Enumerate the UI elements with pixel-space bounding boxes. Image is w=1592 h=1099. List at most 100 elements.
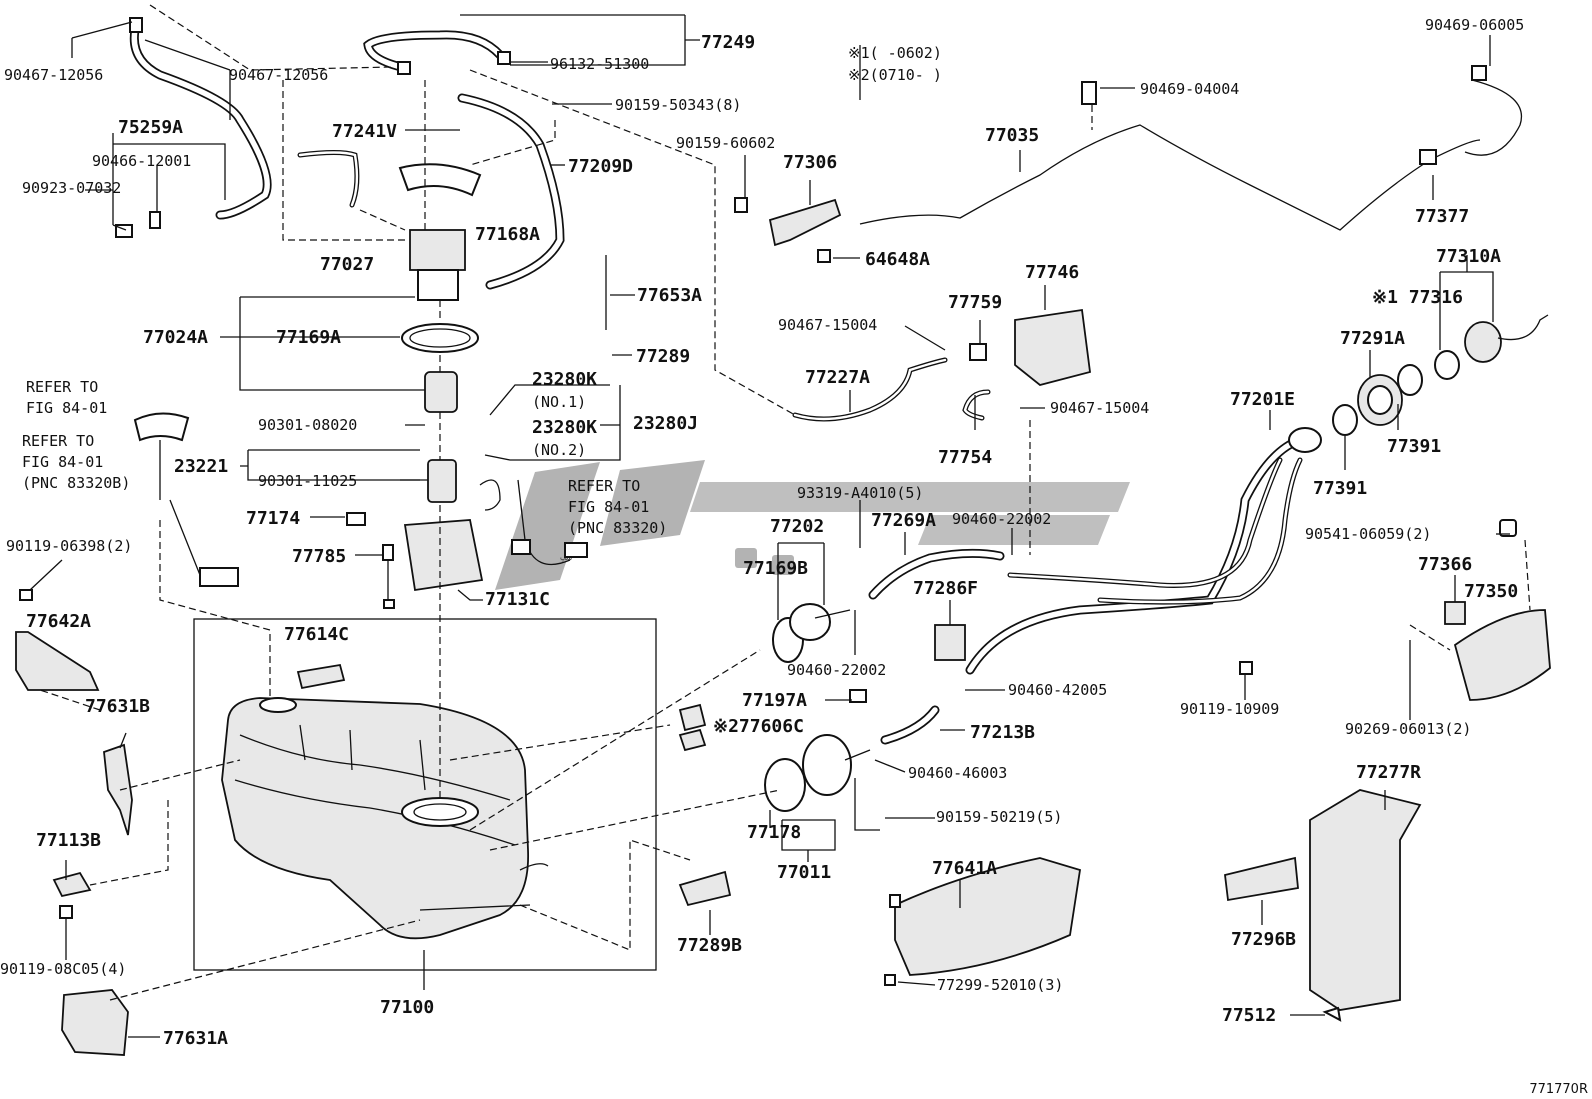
- filler-pipe-connector: [764, 603, 871, 812]
- label-77653a: 77653A: [637, 285, 702, 306]
- bolt: [734, 197, 748, 213]
- label-77178: 77178: [747, 822, 801, 843]
- label-90301-11025: 90301-11025: [258, 472, 357, 490]
- label-90541-06059: 90541-06059(2): [1305, 525, 1431, 543]
- label-77746: 77746: [1025, 262, 1079, 283]
- label-77606c: ※277606C: [713, 716, 804, 737]
- fuel-tank: [221, 697, 549, 940]
- label-23280j: 23280J: [633, 413, 698, 434]
- hose-77269a: [868, 548, 1005, 600]
- bracket-77631a: [61, 989, 129, 1056]
- label-77202: 77202: [770, 516, 824, 537]
- label-77291a: 77291A: [1340, 328, 1405, 349]
- label-77113b: 77113B: [36, 830, 101, 851]
- label-77350: 77350: [1464, 581, 1518, 602]
- label-77227a: 77227A: [805, 367, 870, 388]
- grommet-64648a: [817, 249, 831, 263]
- label-64648a: 64648A: [865, 249, 930, 270]
- label-90269-06013: 90269-06013(2): [1345, 720, 1471, 738]
- label-fig-84-01: FIG 84-01: [26, 399, 107, 417]
- label-90159-50219: 90159-50219(5): [936, 808, 1062, 826]
- label-77631b: 77631B: [85, 696, 150, 717]
- protector-77277r: [1309, 789, 1422, 1011]
- label-90466-12001: 90466-12001: [92, 152, 191, 170]
- hose-77754: [962, 389, 991, 421]
- label-77197a: 77197A: [742, 690, 807, 711]
- wire-harness: [479, 479, 588, 566]
- connector-77759: [969, 343, 987, 361]
- label-77213b: 77213B: [970, 722, 1035, 743]
- label-77366: 77366: [1418, 554, 1472, 575]
- label-77100: 77100: [380, 997, 434, 1018]
- label-77249: 77249: [701, 32, 755, 53]
- tank-pad: [296, 663, 346, 690]
- label-77174: 77174: [246, 508, 300, 529]
- label-77289b: 77289B: [677, 935, 742, 956]
- label-77241v: 77241V: [332, 121, 397, 142]
- label-fig-84-01: FIG 84-01: [568, 498, 649, 516]
- label-77024a: 77024A: [143, 327, 208, 348]
- canister-77746: [1014, 308, 1091, 386]
- label-77035: 77035: [985, 125, 1039, 146]
- label-77299-52010: 77299-52010(3): [937, 976, 1063, 994]
- label-fig-84-01: FIG 84-01: [22, 453, 103, 471]
- label-77131c: 77131C: [485, 589, 550, 610]
- bracket-77642a: [15, 631, 100, 691]
- part-number-labels: 90467-12056 90467-12056 77249 96132-5130…: [0, 16, 1524, 1049]
- label-77641a: 77641A: [932, 858, 997, 879]
- label-75259a: 75259A: [118, 117, 183, 138]
- label-90923-07032: 90923-07032: [22, 179, 121, 197]
- protector-77641a: [894, 857, 1082, 976]
- label-23221: 23221: [174, 456, 228, 477]
- label-77614c: 77614C: [284, 624, 349, 645]
- label-77169b: 77169B: [743, 558, 808, 579]
- label-refer-to: REFER TO: [26, 378, 98, 396]
- watermark: سپ: [495, 460, 1130, 590]
- label-90467-12056: 90467-12056: [229, 66, 328, 84]
- bracket-77631b: [103, 743, 133, 836]
- label-90119-10909: 90119-10909: [1180, 700, 1279, 718]
- bumper-90541: [1499, 519, 1517, 537]
- clamp-77286f: [934, 624, 966, 661]
- label-77027: 77027: [320, 254, 374, 275]
- leader-lines: [29, 14, 1510, 1038]
- filler-cap-parts: [1332, 314, 1549, 436]
- label-77759: 77759: [948, 292, 1002, 313]
- label-77391: 77391: [1313, 478, 1367, 499]
- label-77306: 77306: [783, 152, 837, 173]
- fuel-door-77350: [1453, 609, 1551, 701]
- label-note-2: ※2(0710- ): [848, 66, 942, 84]
- label-no1: (NO.1): [532, 393, 586, 411]
- label-77201e: 77201E: [1230, 389, 1295, 410]
- label-77289: 77289: [636, 346, 690, 367]
- clip-77512: [1322, 1006, 1342, 1022]
- fuel-pump-assembly: [398, 163, 484, 592]
- label-77754: 77754: [938, 447, 992, 468]
- small-parts-left: [115, 211, 395, 609]
- vent-hose-top: [363, 30, 511, 75]
- label-note-1: ※1( -0602): [848, 44, 942, 62]
- label-90460-46003: 90460-46003: [908, 764, 1007, 782]
- label-77631a: 77631A: [163, 1028, 228, 1049]
- label-90119-06398: 90119-06398(2): [6, 537, 132, 555]
- label-77269a: 77269A: [871, 510, 936, 531]
- clip-77197a: [849, 689, 867, 703]
- label-90301-08020: 90301-08020: [258, 416, 357, 434]
- label-77011: 77011: [777, 862, 831, 883]
- label-77168a: 77168A: [475, 224, 540, 245]
- label-77785: 77785: [292, 546, 346, 567]
- clip: [884, 974, 896, 986]
- hose-77227a: [792, 357, 948, 422]
- spring-77366: [1444, 601, 1466, 625]
- label-23280k-no2: 23280K: [532, 417, 597, 438]
- hose-77213b: [880, 705, 940, 745]
- label-77209d: 77209D: [568, 156, 633, 177]
- label-77277r: 77277R: [1356, 762, 1421, 783]
- label-90460-22002: 90460-22002: [787, 661, 886, 679]
- label-90469-06005: 90469-06005: [1425, 16, 1524, 34]
- clip-77606c: [678, 728, 707, 752]
- label-93319-a4010: 93319-A4010(5): [797, 484, 923, 502]
- clip-77606c: [678, 703, 707, 732]
- label-77310a: 77310A: [1436, 246, 1501, 267]
